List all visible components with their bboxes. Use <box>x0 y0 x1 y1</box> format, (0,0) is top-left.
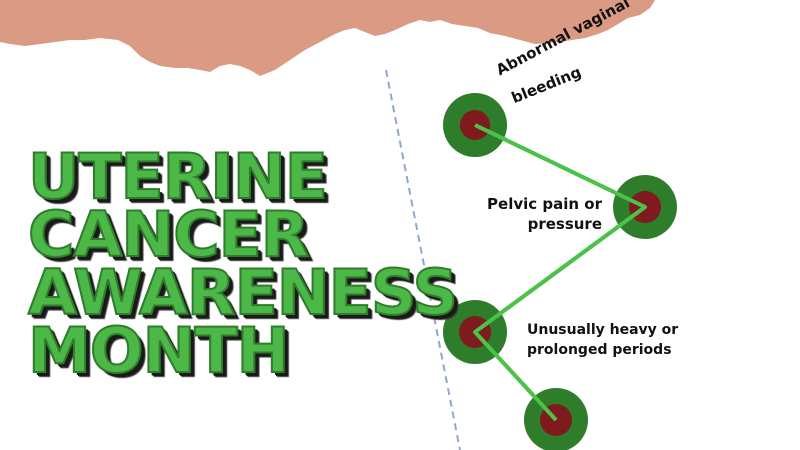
title-line-1: UTERINE <box>27 140 329 213</box>
page-title: UTERINE CANCER AWARENESS MONTH <box>27 145 459 383</box>
dashed-divider <box>385 69 461 450</box>
symptom-label-3-line1: Unusually heavy or <box>527 322 679 338</box>
title-line-3: AWARENESS <box>27 256 459 329</box>
torn-paper-banner <box>0 0 655 76</box>
symptom-label-2: Pelvic pain or pressure <box>482 194 602 234</box>
symptom-connector <box>473 123 647 422</box>
symptom-label-3: Unusually heavy or prolonged periods <box>527 320 697 360</box>
title-line-2: CANCER <box>27 198 311 271</box>
symptom-label-3-line2: prolonged periods <box>527 342 672 358</box>
connector-overlay <box>473 123 647 422</box>
symptom-label-2-line1: Pelvic pain or <box>487 195 602 213</box>
symptom-label-2-line2: pressure <box>527 215 602 233</box>
title-line-4: MONTH <box>27 314 291 387</box>
